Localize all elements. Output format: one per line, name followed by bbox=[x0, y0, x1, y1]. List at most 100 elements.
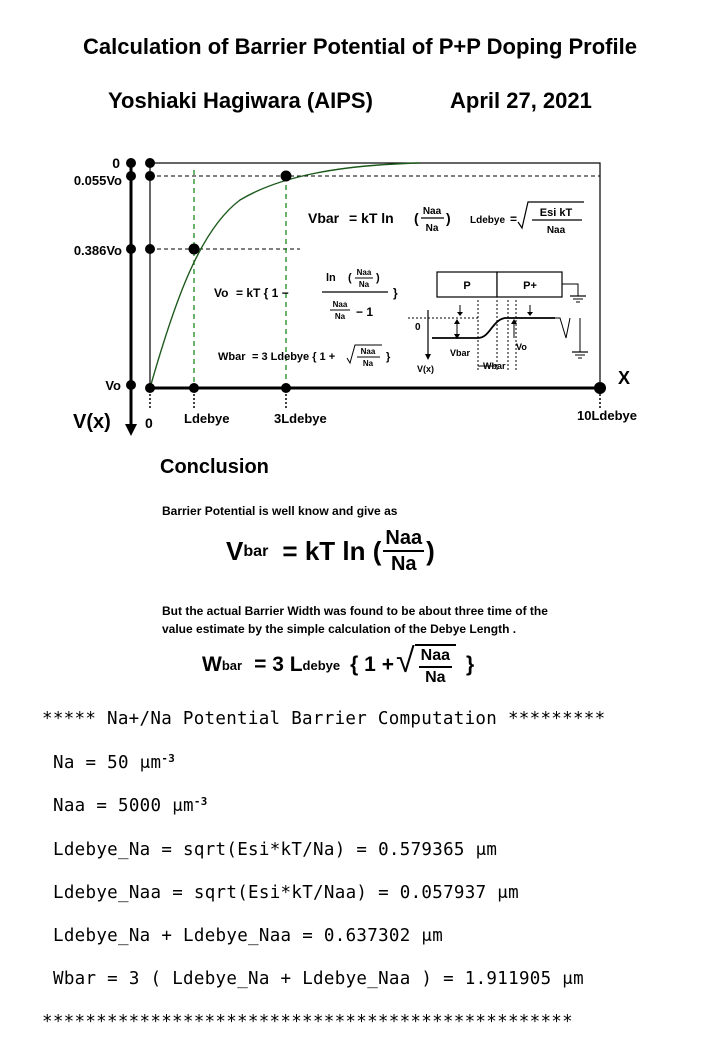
sqrt-sign bbox=[517, 201, 584, 230]
page-title: Calculation of Barrier Potential of P+P … bbox=[83, 34, 637, 59]
eq2-lhs-sub: bar bbox=[221, 657, 243, 673]
dot bbox=[280, 170, 292, 182]
eq-wbar-num: Naa bbox=[361, 347, 376, 356]
eq-wbar-mid: = 3 Ldebye { 1 + bbox=[252, 351, 335, 363]
eq2-den: Na bbox=[425, 669, 446, 686]
dot bbox=[594, 382, 606, 394]
eq-ld-lhs: Ldebye bbox=[470, 215, 505, 226]
x-label-ldebye: Ldebye bbox=[184, 411, 230, 426]
inset-vo: Vo bbox=[516, 342, 527, 352]
dot bbox=[126, 380, 136, 390]
eq2-lhs: W bbox=[202, 653, 222, 676]
na-exponent: -3 bbox=[161, 752, 176, 765]
eq1-close: ) bbox=[426, 535, 435, 566]
eq-vo-close: } bbox=[393, 286, 398, 300]
conclusion-line3: value estimate by the simple calculation… bbox=[162, 622, 517, 636]
computation-header: ***** Na+/Na Potential Barrier Computati… bbox=[42, 709, 606, 729]
y-label-386: 0.386Vo bbox=[74, 243, 122, 258]
eq1-lhs-sub: bar bbox=[243, 541, 269, 560]
y-label-055: 0.055Vo bbox=[74, 173, 122, 188]
eq2-mid: = 3 L bbox=[254, 653, 303, 676]
pplus-label: P+ bbox=[523, 280, 537, 292]
conclusion-heading: Conclusion bbox=[160, 456, 269, 478]
eq-ld-num: Esi kT bbox=[540, 207, 573, 219]
eq1-den: Na bbox=[390, 553, 417, 575]
dot bbox=[145, 244, 155, 254]
eq-vo-n1: Naa bbox=[357, 268, 372, 277]
eq-vo-minus1: − 1 bbox=[356, 305, 373, 319]
x-label-3ldebye: 3Ldebye bbox=[274, 411, 327, 426]
eq-vbar-den: Na bbox=[426, 223, 439, 234]
eq2-fraction: Naa Na bbox=[414, 644, 456, 686]
eq1-rhs: = kT ln ( bbox=[282, 535, 382, 566]
eq2-num: Naa bbox=[418, 648, 452, 668]
computation-ldebye-naa: Ldebye_Naa = sqrt(Esi*kT/Naa) = 0.057937… bbox=[53, 883, 519, 903]
author: Yoshiaki Hagiwara (AIPS) bbox=[108, 88, 373, 113]
eq-vo-lhs: Vo bbox=[214, 286, 228, 300]
eq-vo-d2: Na bbox=[335, 312, 346, 321]
dot bbox=[126, 244, 136, 254]
p-region bbox=[436, 271, 498, 298]
eq-vbar-rhs: = kT ln bbox=[349, 210, 394, 226]
pplus-region bbox=[496, 271, 563, 298]
dot bbox=[145, 383, 155, 393]
y-label-zero: 0 bbox=[112, 155, 120, 171]
naa-value: Naa = 5000 μm bbox=[53, 795, 194, 816]
eq-vbar-num: Naa bbox=[423, 206, 442, 217]
inset-vbar: Vbar bbox=[450, 348, 471, 358]
y-label-vo: Vo bbox=[105, 378, 121, 393]
eq2-open: { 1 + bbox=[350, 653, 394, 676]
sqrt-sign bbox=[346, 344, 382, 365]
eq-vo-rhs: = kT { 1 − bbox=[236, 286, 289, 300]
dot bbox=[145, 158, 155, 168]
eq-vbar-lhs: Vbar bbox=[308, 210, 340, 226]
inset-vx: V(x) bbox=[417, 364, 434, 374]
computation-na: Na = 50 μm-3 bbox=[53, 752, 175, 773]
conclusion-line2: But the actual Barrier Width was found t… bbox=[162, 604, 548, 618]
na-value: Na = 50 μm bbox=[53, 752, 162, 773]
paren: ) bbox=[446, 210, 451, 226]
x-label-zero: 0 bbox=[145, 415, 153, 431]
eq-wbar-close: } bbox=[386, 351, 391, 363]
x-label-10ldebye: 10Ldebye bbox=[577, 408, 637, 423]
inset-zero: 0 bbox=[415, 322, 421, 333]
dot bbox=[145, 171, 155, 181]
eq-vo-d1: Na bbox=[359, 280, 370, 289]
potential-curve bbox=[149, 162, 421, 389]
eq-wbar-lhs: Wbar bbox=[218, 351, 246, 363]
dot bbox=[189, 383, 199, 393]
eq1-fraction: Naa Na bbox=[383, 528, 425, 575]
eq1-num: Naa bbox=[383, 528, 425, 552]
eq2-mid-sub: debye bbox=[302, 657, 341, 673]
inset-wbar: Wbar bbox=[483, 361, 506, 371]
dot bbox=[281, 383, 291, 393]
eq2-sqrt: √ Naa Na bbox=[396, 644, 456, 686]
computation-footer: ****************************************… bbox=[42, 1012, 573, 1032]
eq-wbar-den: Na bbox=[363, 359, 374, 368]
eq-vo-n2: Naa bbox=[333, 300, 348, 309]
eq1-lhs: V bbox=[226, 535, 244, 566]
y-axis-arrow bbox=[125, 424, 137, 436]
eq2-close: } bbox=[466, 653, 475, 676]
paren: ( bbox=[348, 272, 352, 284]
eq-vo-ln: ln bbox=[326, 272, 336, 284]
dot bbox=[126, 158, 136, 168]
x-axis-label: X bbox=[618, 368, 630, 388]
paren: ( bbox=[414, 210, 419, 226]
dot bbox=[126, 171, 136, 181]
eq-ld-den: Naa bbox=[547, 225, 566, 236]
computation-ldebye-na: Ldebye_Na = sqrt(Esi*kT/Na) = 0.579365 μ… bbox=[53, 840, 498, 860]
dot bbox=[188, 243, 200, 255]
computation-sum: Ldebye_Na + Ldebye_Naa = 0.637302 μm bbox=[53, 926, 444, 946]
computation-naa: Naa = 5000 μm-3 bbox=[53, 795, 208, 816]
paren: ) bbox=[376, 272, 380, 284]
sqrt-sign: √ bbox=[395, 642, 415, 680]
computation-wbar: Wbar = 3 ( Ldebye_Na + Ldebye_Naa ) = 1.… bbox=[53, 969, 584, 989]
conclusion-line1: Barrier Potential is well know and give … bbox=[162, 504, 398, 518]
y-axis-label: V(x) bbox=[73, 411, 111, 433]
p-label: P bbox=[463, 280, 470, 292]
device-inset: P P+ 0 V(x) Vbar bbox=[408, 271, 588, 374]
equals: = bbox=[510, 212, 517, 226]
